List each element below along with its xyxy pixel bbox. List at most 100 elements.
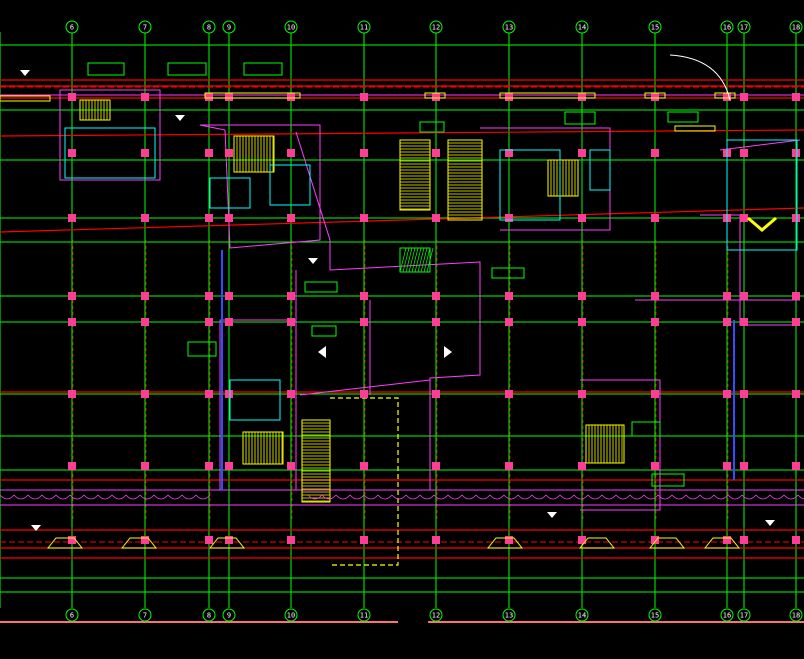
grid-bubble-label: 8	[207, 612, 211, 620]
column-marker	[68, 462, 76, 470]
structure-line	[700, 214, 800, 326]
scallop-edge	[503, 494, 519, 500]
grid-bubble-label: 7	[143, 24, 147, 32]
scallop-edge	[111, 494, 127, 500]
column-marker	[68, 149, 76, 157]
column-marker	[578, 149, 586, 157]
grid-bubble-circle	[720, 20, 734, 34]
stair-block	[233, 135, 275, 173]
core-room	[499, 149, 561, 221]
column-marker	[68, 214, 76, 222]
structure-lines	[0, 89, 804, 566]
scallop-edge	[671, 494, 687, 500]
column-marker	[723, 536, 731, 544]
scallop-edge	[419, 494, 435, 500]
scallop-edge	[181, 494, 197, 500]
grid-bubble-label: 13	[505, 612, 513, 620]
column-marker	[141, 149, 149, 157]
column-marker	[225, 149, 233, 157]
scallop-edge	[139, 494, 155, 500]
column-marker	[287, 536, 295, 544]
column-marker	[651, 318, 659, 326]
grid-bubble: 16	[720, 608, 734, 622]
hatch-line	[399, 247, 407, 273]
stair-block	[585, 424, 625, 464]
scallop-edge	[461, 494, 477, 500]
column-marker	[792, 390, 800, 398]
grid-bubble-circle	[502, 608, 516, 622]
scallop-edge	[377, 494, 393, 500]
column-marker	[225, 318, 233, 326]
column-marker	[432, 390, 440, 398]
grid-bubble-label: 15	[651, 612, 659, 620]
column-marker	[225, 93, 233, 101]
stair-outline	[233, 135, 275, 173]
scallop-edge	[587, 494, 603, 500]
column-marker	[740, 462, 748, 470]
column-marker	[205, 292, 213, 300]
annotation-box	[419, 121, 445, 133]
grid-bubble-circle	[65, 20, 79, 34]
grid-bubble-label: 11	[360, 612, 368, 620]
column-marker	[505, 462, 513, 470]
grid-bubble-label: 18	[792, 612, 800, 620]
column-marker	[651, 93, 659, 101]
column-marker	[792, 462, 800, 470]
column-marker	[723, 390, 731, 398]
column-marker	[205, 536, 213, 544]
fixture-strip	[424, 92, 446, 99]
grid-bubble: 14	[575, 608, 589, 622]
grid-bubble: 6	[65, 20, 79, 34]
scallop-edge	[545, 494, 561, 500]
column-marker	[792, 292, 800, 300]
column-marker	[578, 462, 586, 470]
grid-bubble: 10	[284, 608, 298, 622]
column-marker	[205, 390, 213, 398]
triangle-marker-icon	[175, 115, 185, 121]
scallop-edge	[195, 494, 211, 500]
scallop-edge	[783, 494, 799, 500]
column-marker	[651, 214, 659, 222]
grid-bubble-label: 9	[227, 24, 231, 32]
column-marker	[287, 149, 295, 157]
scallop-edge	[391, 494, 407, 500]
column-marker	[287, 292, 295, 300]
scallop-edge	[349, 494, 365, 500]
scallop-edge	[657, 494, 673, 500]
scallop-edge	[741, 494, 757, 500]
core-room	[209, 177, 251, 209]
scallop-edge	[405, 494, 421, 500]
stair-outline	[301, 419, 331, 503]
grid-bubble-circle	[720, 608, 734, 622]
annotation-box	[491, 267, 525, 279]
fixture-shape	[578, 537, 616, 549]
hatch-line	[426, 247, 434, 273]
grid-bubble-label: 9	[227, 612, 231, 620]
hatch-line	[411, 247, 419, 273]
grid-bubble-label: 8	[207, 24, 211, 32]
stair-outline	[242, 431, 284, 465]
annotation-box	[564, 111, 596, 125]
column-marker	[287, 390, 295, 398]
grid-bubble-label: 14	[578, 612, 586, 620]
fixture-shape	[703, 537, 741, 549]
grid-bubble: 12	[429, 608, 443, 622]
scallop-edge	[489, 494, 505, 500]
column-marker	[205, 462, 213, 470]
grid-bubble-circle	[648, 608, 662, 622]
structure-line	[295, 131, 481, 490]
triangle-marker-icon	[308, 258, 318, 264]
structure-line	[59, 89, 161, 181]
scallop-edge	[363, 494, 379, 500]
column-marker	[505, 93, 513, 101]
scallop-edge	[447, 494, 463, 500]
grid-bubble-circle	[737, 608, 751, 622]
column-marker	[792, 318, 800, 326]
column-marker	[287, 93, 295, 101]
fixture-shape	[120, 537, 158, 549]
scallop-edge	[517, 494, 533, 500]
grid-bubble-circle	[284, 608, 298, 622]
column-marker	[68, 536, 76, 544]
column-marker	[360, 214, 368, 222]
